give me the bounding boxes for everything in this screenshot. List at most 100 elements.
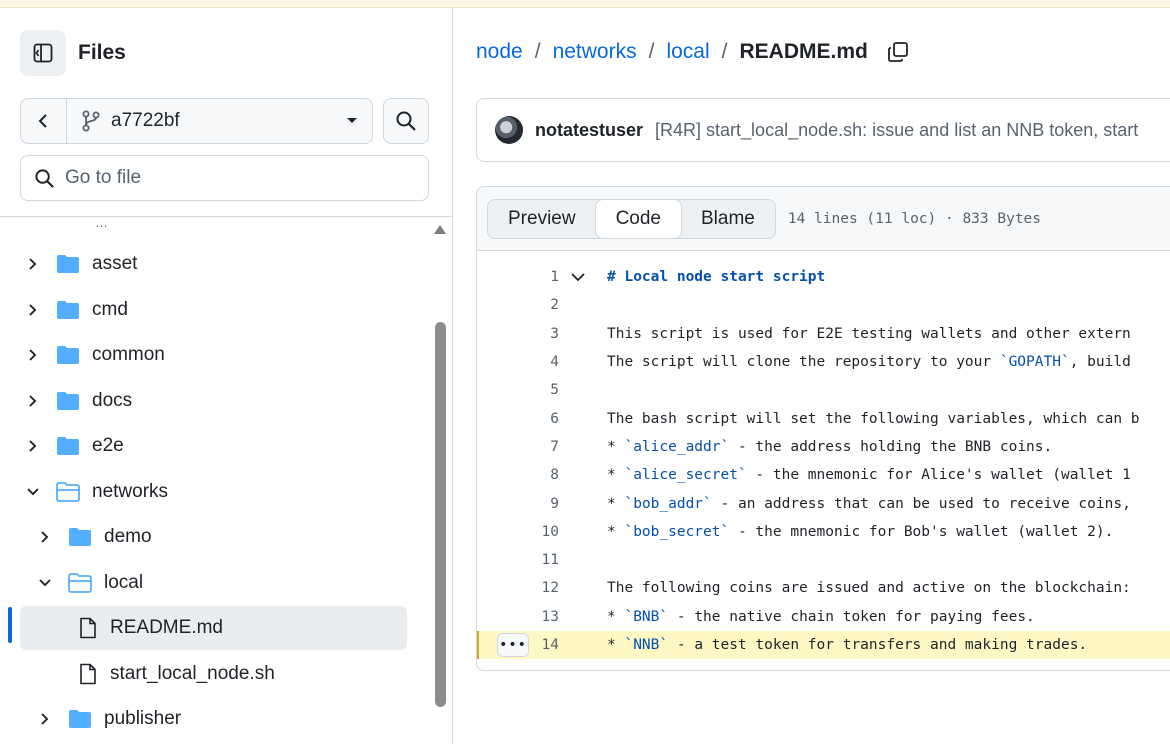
line-text: This script is used for E2E testing wall… <box>607 325 1131 342</box>
folder-open-icon <box>56 481 80 502</box>
folder-icon <box>56 254 80 274</box>
line-number[interactable]: 11 <box>541 552 559 569</box>
tree-folder[interactable]: networks <box>20 470 407 514</box>
copy-path-icon[interactable] <box>886 40 910 64</box>
line-number[interactable]: 14 <box>541 637 559 653</box>
line-number[interactable]: 1 <box>550 269 559 286</box>
line-number[interactable]: 2 <box>550 297 559 314</box>
tree-scrollbar[interactable] <box>432 217 450 744</box>
avatar[interactable] <box>495 116 523 144</box>
search-icon <box>35 168 54 188</box>
line-actions-button[interactable]: ••• <box>497 632 529 657</box>
line-number[interactable]: 9 <box>550 495 559 512</box>
file-icon <box>78 617 98 639</box>
top-banner-strip <box>0 0 1170 8</box>
folder-open-icon <box>68 572 92 593</box>
code-line[interactable]: 3 This script is used for E2E testing wal… <box>477 320 1170 348</box>
tree-folder[interactable]: common <box>20 333 407 377</box>
chevron-right-icon[interactable] <box>38 712 52 726</box>
folder-icon <box>56 436 80 456</box>
latest-commit-bar: notatestuser [R4R] start_local_node.sh: … <box>476 98 1170 162</box>
chevron-down-icon[interactable] <box>26 485 40 499</box>
chevron-right-icon[interactable] <box>26 348 40 362</box>
tree-item-label: demo <box>104 526 152 547</box>
line-number[interactable]: 3 <box>550 325 559 342</box>
breadcrumb-link[interactable]: networks <box>552 40 637 63</box>
tab-code[interactable]: Code <box>594 198 682 239</box>
code-line[interactable]: 13 * `BNB` - the native chain token for p… <box>477 603 1170 631</box>
code-line[interactable]: 1 # Local node start script <box>477 263 1170 291</box>
folder-icon <box>56 391 80 411</box>
search-button[interactable] <box>383 98 429 144</box>
file-toolbar: Preview Code Blame 14 lines (11 loc) · 8… <box>477 187 1170 251</box>
tree-folder[interactable]: local <box>20 561 407 605</box>
tree-folder[interactable]: demo <box>20 515 407 559</box>
line-number[interactable]: 7 <box>550 438 559 455</box>
code-line[interactable]: 4 The script will clone the repository to… <box>477 348 1170 376</box>
line-number[interactable]: 13 <box>541 608 559 625</box>
tree-folder[interactable]: publisher <box>20 697 407 741</box>
chevron-right-icon[interactable] <box>26 394 40 408</box>
code-line[interactable]: 6 The bash script will set the following … <box>477 404 1170 432</box>
code-line[interactable]: 2 <box>477 291 1170 319</box>
breadcrumb-link[interactable]: node <box>476 40 523 63</box>
chevron-right-icon[interactable] <box>26 439 40 453</box>
scroll-up-arrow[interactable] <box>434 225 446 234</box>
tree-item-label: README.md <box>110 617 223 638</box>
code-line[interactable]: ••• 14 * `NNB` - a test token for transfer… <box>477 630 1170 660</box>
line-number[interactable]: 5 <box>550 382 559 399</box>
view-mode-toggle: Preview Code Blame <box>487 198 776 239</box>
chevron-down-icon[interactable] <box>38 576 52 590</box>
line-text: The script will clone the repository to … <box>607 354 1131 371</box>
tree-folder[interactable]: asset <box>20 242 407 286</box>
line-number[interactable]: 8 <box>550 467 559 484</box>
scrollbar-thumb[interactable] <box>435 322 446 707</box>
chevron-right-icon[interactable] <box>26 303 40 317</box>
sidebar-header: Files <box>20 30 126 76</box>
branch-selector[interactable]: a7722bf <box>67 99 372 143</box>
line-number[interactable]: 6 <box>550 410 559 427</box>
tree-folder[interactable]: e2e <box>20 424 407 468</box>
code-line[interactable]: 5 <box>477 376 1170 404</box>
tree-item-label: cmd <box>92 298 128 320</box>
tree-item-label: networks <box>92 480 169 502</box>
code-line[interactable]: 9* `bob_addr` - an address that can be u… <box>477 489 1170 517</box>
line-text: * `BNB` - the native chain token for pay… <box>607 608 1035 625</box>
search-icon <box>396 111 416 131</box>
tab-blame[interactable]: Blame <box>701 207 755 229</box>
branch-name: a7722bf <box>111 110 180 131</box>
sidebar-title: Files <box>78 41 126 64</box>
go-to-file-input[interactable]: Go to file <box>20 155 429 201</box>
highlight-marker <box>477 630 479 660</box>
tab-preview[interactable]: Preview <box>508 207 576 229</box>
line-text: * `NNB` - a test token for transfers and… <box>607 637 1088 653</box>
back-button[interactable] <box>21 99 67 143</box>
line-number[interactable]: 10 <box>541 523 559 540</box>
line-number[interactable]: 4 <box>550 354 559 371</box>
tree-item-label: e2e <box>92 435 124 456</box>
code-line[interactable]: 7* `alice_addr` - the address holding th… <box>477 433 1170 461</box>
collapse-sidebar-button[interactable] <box>20 30 66 76</box>
tree-folder[interactable]: docs <box>20 379 407 423</box>
line-text: # Local node start script <box>607 269 826 286</box>
folder-icon <box>56 345 80 365</box>
commit-message[interactable]: [R4R] start_local_node.sh: issue and lis… <box>655 119 1139 140</box>
fold-chevron[interactable] <box>559 272 607 282</box>
code-line[interactable]: 11 <box>477 546 1170 574</box>
tree-folder[interactable]: cmd <box>20 288 407 332</box>
tree-file[interactable]: README.md <box>20 606 407 650</box>
line-text: The bash script will set the following v… <box>607 410 1140 427</box>
line-number[interactable]: 12 <box>541 580 559 597</box>
code-line[interactable]: 10* `bob_secret` - the mnemonic for Bob'… <box>477 518 1170 546</box>
branch-group: a7722bf <box>20 98 373 144</box>
git-branch-icon <box>82 110 100 132</box>
tree-file[interactable]: start_local_node.sh <box>20 652 407 696</box>
code-line[interactable]: 8* `alice_secret` - the mnemonic for Ali… <box>477 461 1170 489</box>
chevron-right-icon[interactable] <box>38 530 52 544</box>
chevron-down-icon[interactable] <box>571 272 585 282</box>
breadcrumb-link[interactable]: local <box>666 40 710 63</box>
commit-author[interactable]: notatestuser <box>535 119 644 140</box>
tree-item-label: local <box>104 571 144 593</box>
chevron-right-icon[interactable] <box>26 257 40 271</box>
